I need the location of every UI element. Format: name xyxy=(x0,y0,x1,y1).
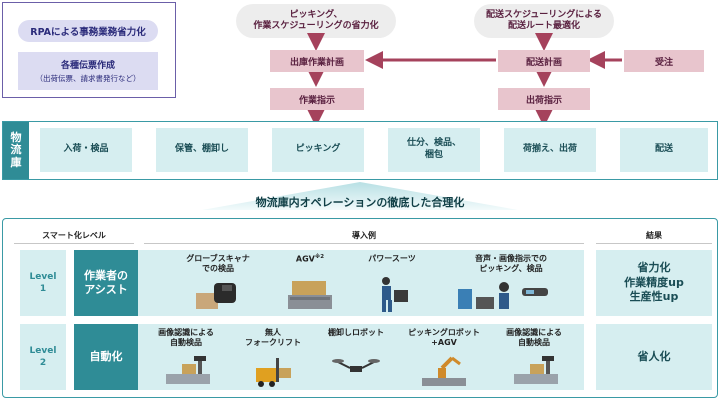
inspection-camera-illustration-2 xyxy=(514,356,558,384)
example-line: フォークリフト xyxy=(245,338,301,348)
example-line: ピッキング、検品 xyxy=(479,264,543,274)
example-line: 画像認識による xyxy=(506,328,562,337)
order-box: 受注 xyxy=(624,50,704,72)
step-label: 配送 xyxy=(654,144,673,155)
example-line: 画像認識による xyxy=(158,328,214,337)
example-voice-image-picking: 音声・画像指示での ピッキング、検品 xyxy=(446,254,576,275)
level-word: Level xyxy=(29,271,57,282)
header-result: 結果 xyxy=(596,228,712,244)
example-line: 棚卸しロボット xyxy=(328,328,384,337)
step-label: 保管、棚卸し xyxy=(174,144,229,155)
callout-left-line2: 作業スケジューリングの省力化 xyxy=(253,21,379,31)
smart-glasses-illustration xyxy=(522,288,548,296)
rationalization-banner-shape xyxy=(202,182,518,210)
glove-scanner-illustration xyxy=(196,283,236,309)
inventory-drone-illustration xyxy=(332,359,380,372)
step-label: 入荷・検品 xyxy=(63,144,109,155)
category-line: 自動化 xyxy=(89,349,123,363)
warehouse-label-char: 庫 xyxy=(10,155,22,169)
step-receiving-inspection: 入荷・検品 xyxy=(40,128,132,172)
agv-footnote: ※2 xyxy=(314,254,325,260)
step-loading-shipping: 荷揃え、出荷 xyxy=(504,128,596,172)
example-line: での検品 xyxy=(202,264,234,274)
voice-picking-illustration xyxy=(458,282,509,309)
example-line: 無人 xyxy=(265,328,281,337)
forklift-illustration xyxy=(256,358,291,387)
step-label: 荷揃え、出荷 xyxy=(522,144,577,155)
result-line: 省力化 xyxy=(637,260,671,274)
result-level-1: 省力化 作業精度up 生産性up xyxy=(596,250,712,316)
example-image-recognition-inspection: 画像認識による 自動検品 xyxy=(146,328,226,349)
step-delivery: 配送 xyxy=(620,128,708,172)
callout-picking-scheduling: ピッキング、 作業スケジューリングの省力化 xyxy=(236,4,396,38)
header-examples: 導入例 xyxy=(144,228,584,244)
rationalization-banner: 物流庫内オペレーションの徹底した合理化 xyxy=(255,196,465,209)
example-line: パワースーツ xyxy=(368,254,416,263)
level-2-row xyxy=(74,324,584,390)
example-inventory-robot: 棚卸しロボット xyxy=(314,328,398,338)
level-2-label: Level 2 xyxy=(20,324,66,390)
step-sorting-packing: 仕分、検品、 梱包 xyxy=(388,128,480,172)
result-level-2: 省人化 xyxy=(596,324,712,390)
result-line: 省人化 xyxy=(637,349,671,363)
example-picking-robot-agv: ピッキングロボット +AGV xyxy=(398,328,490,349)
step-label: 梱包 xyxy=(424,150,443,160)
warehouse-label: 物 流 庫 xyxy=(3,122,29,179)
delivery-plan-box: 配送計画 xyxy=(498,50,590,72)
step-label: 仕分、検品、 xyxy=(406,138,461,149)
example-glove-scanner: グローブスキャナ での検品 xyxy=(168,254,268,275)
level-number: 1 xyxy=(39,284,47,294)
warehouse-label-char: 物 xyxy=(10,130,22,144)
example-line: ピッキングロボット xyxy=(408,328,480,337)
result-line: 生産性up xyxy=(629,290,679,304)
inspection-camera-illustration xyxy=(166,356,210,384)
level-word: Level xyxy=(29,345,57,356)
example-line: 音声・画像指示での xyxy=(475,254,547,263)
example-line: +AGV xyxy=(431,338,457,348)
callout-delivery-routing: 配送スケジューリングによる 配送ルート最適化 xyxy=(474,4,614,38)
category-automation: 自動化 xyxy=(74,324,138,390)
warehouse-label-char: 流 xyxy=(10,143,22,157)
category-worker-assist: 作業者の アシスト xyxy=(74,250,138,316)
category-line: アシスト xyxy=(84,283,128,296)
rpa-item-line1: 各種伝票作成 xyxy=(60,61,115,71)
power-suit-illustration xyxy=(382,277,408,312)
category-line: 作業者の xyxy=(84,268,128,282)
example-line: グローブスキャナ xyxy=(186,254,250,263)
header-smart-level: スマート化レベル xyxy=(14,228,134,244)
example-line: 自動検品 xyxy=(518,338,550,348)
shipping-instruction-box: 出荷指示 xyxy=(498,88,590,110)
example-power-suit: パワースーツ xyxy=(352,254,432,264)
picking-robot-illustration xyxy=(422,356,466,386)
rpa-title: RPAによる事務業務省力化 xyxy=(18,20,158,42)
example-agv: AGV※2 xyxy=(270,254,350,265)
step-picking: ピッキング xyxy=(272,128,364,172)
level-number: 2 xyxy=(39,358,47,368)
example-line: 自動検品 xyxy=(170,338,202,348)
work-instruction-box: 作業指示 xyxy=(270,88,364,110)
example-unmanned-forklift: 無人 フォークリフト xyxy=(236,328,310,349)
callout-right-line1: 配送スケジューリングによる xyxy=(485,9,603,20)
level-1-label: Level 1 xyxy=(20,250,66,316)
rpa-item: 各種伝票作成 （出荷伝票、請求書発行など） xyxy=(18,52,158,90)
step-storage-inventory: 保管、棚卸し xyxy=(156,128,248,172)
callout-right-line2: 配送ルート最適化 xyxy=(507,21,580,31)
callout-left-line1: ピッキング、 xyxy=(289,9,343,20)
agv-illustration xyxy=(288,281,332,309)
result-line: 作業精度up xyxy=(624,275,684,289)
example-line: AGV xyxy=(295,254,315,264)
example-image-recognition-inspection-2: 画像認識による 自動検品 xyxy=(494,328,574,349)
step-label: ピッキング xyxy=(295,144,341,155)
shipping-work-plan-box: 出庫作業計画 xyxy=(270,50,364,72)
rpa-item-line2: （出荷伝票、請求書発行など） xyxy=(35,74,141,83)
